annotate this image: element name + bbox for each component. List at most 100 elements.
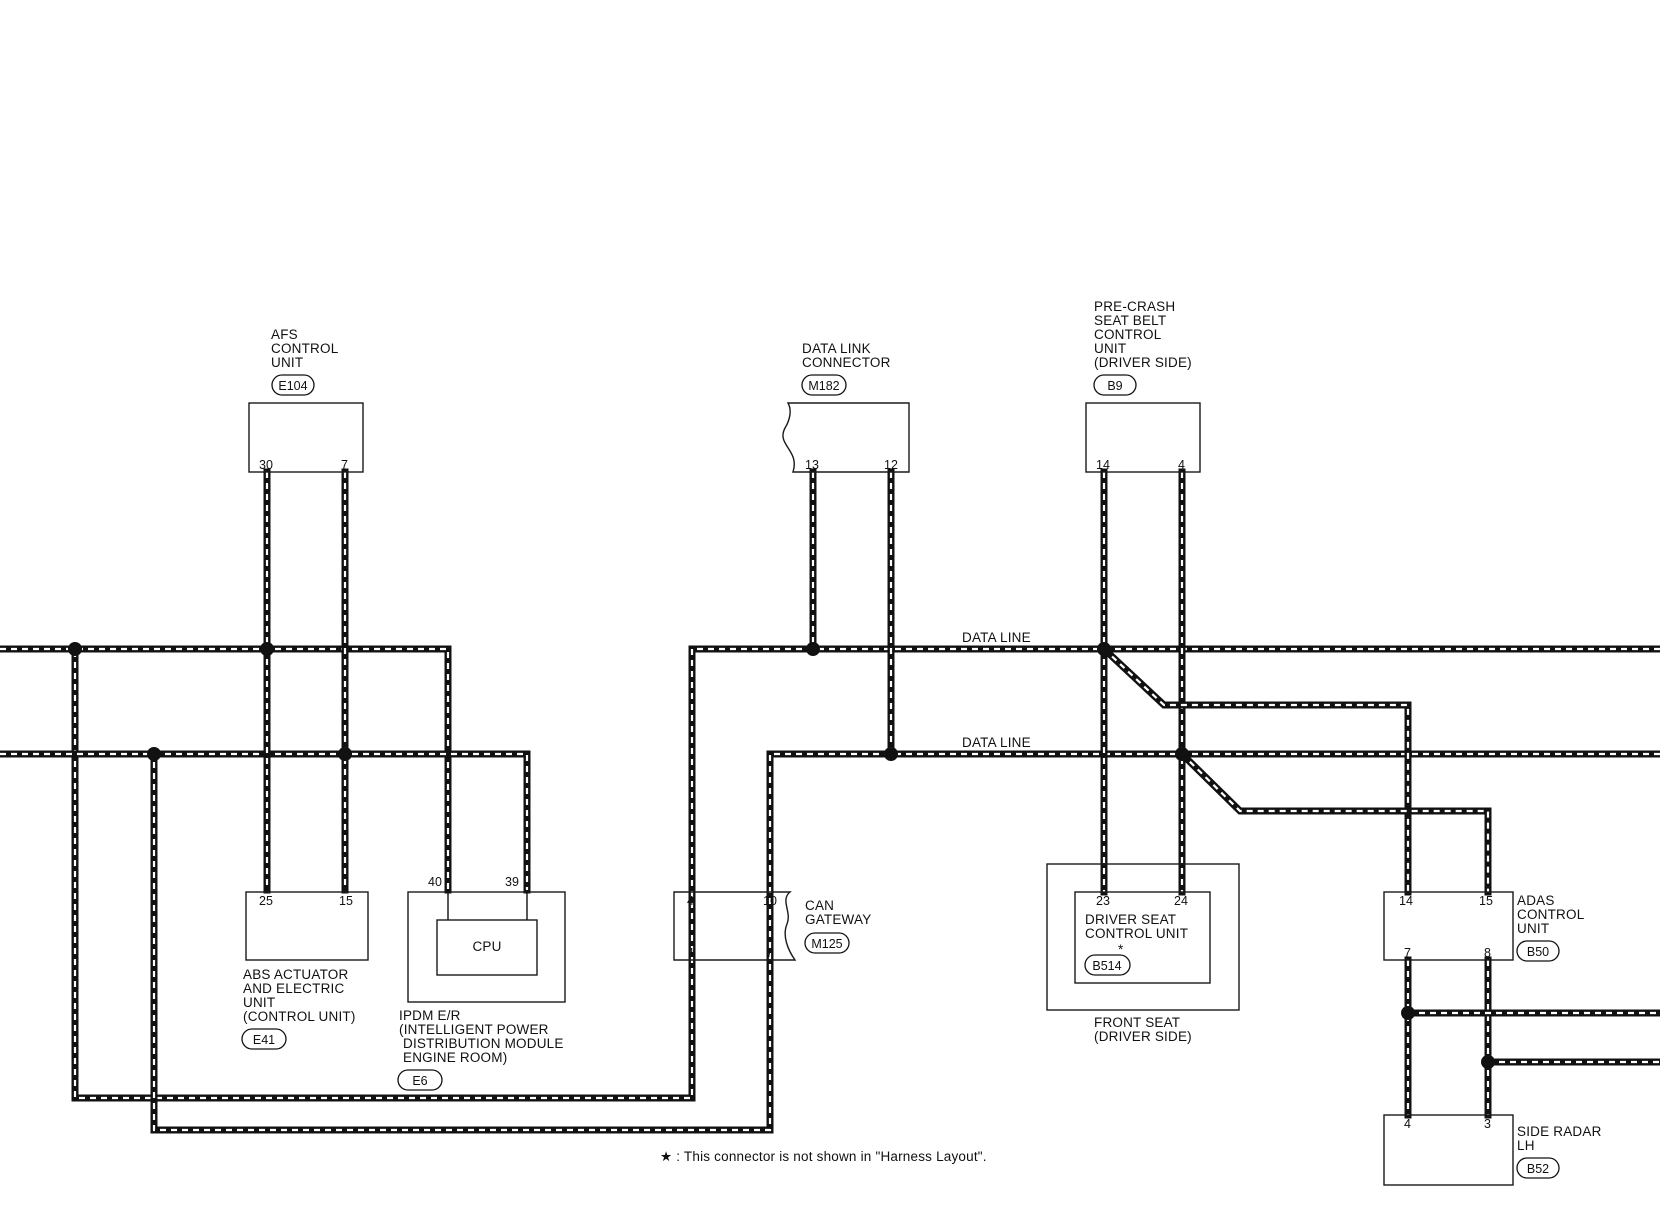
adas-unit-box	[1383, 891, 1514, 961]
precrash-connector-id: B9	[1107, 379, 1122, 393]
ipdm-pin-40: 40	[428, 875, 442, 889]
gateway-pin-10: 10	[763, 894, 777, 908]
junction-dot	[260, 642, 274, 656]
junction-dot	[147, 747, 161, 761]
adas-label-3: UNIT	[1517, 921, 1549, 936]
junction-dot	[1097, 642, 1111, 656]
ipdm-connector-badge	[397, 1069, 443, 1091]
ipdm-cpu-label: CPU	[472, 939, 501, 954]
junction-dot	[1401, 1006, 1415, 1020]
adas-pin-15: 15	[1479, 894, 1493, 908]
ipdm-label-3: DISTRIBUTION MODULE	[403, 1036, 564, 1051]
driver-seat-connector-badge	[1084, 954, 1131, 976]
adas-pin-14: 14	[1399, 894, 1413, 908]
front-seat-outer-box	[1046, 863, 1240, 1011]
ipdm-cpu-box	[436, 919, 538, 976]
precrash-unit-box	[1085, 402, 1201, 473]
abs-actuator-unit: 25 15 ABS ACTUATOR AND ELECTRIC UNIT (CO…	[241, 891, 369, 1050]
side-radar-connector-id: B52	[1527, 1162, 1549, 1176]
ipdm-label-2: (INTELLIGENT POWER	[399, 1022, 549, 1037]
data-line-label-upper: DATA LINE	[962, 630, 1031, 645]
abs-label-2: AND ELECTRIC	[243, 981, 344, 996]
adas-label-2: CONTROL	[1517, 907, 1585, 922]
driver-seat-label-2: CONTROL UNIT	[1085, 926, 1188, 941]
adas-label-1: ADAS	[1517, 893, 1555, 908]
afs-unit-box	[248, 402, 364, 473]
dlc-unit-box	[782, 402, 910, 473]
precrash-label-4: UNIT	[1094, 341, 1126, 356]
precrash-label-3: CONTROL	[1094, 327, 1162, 342]
can-gateway-unit: 4 10 1 7 CAN GATEWAY M125	[673, 891, 871, 961]
driver-seat-control-unit: 23 24 DRIVER SEAT CONTROL UNIT * B514 FR…	[1046, 863, 1240, 1044]
junction-dot	[68, 642, 82, 656]
afs-pin-30: 30	[259, 458, 273, 472]
ipdm-pin-39: 39	[505, 875, 519, 889]
adas-connector-badge	[1516, 940, 1560, 962]
afs-label-1: AFS	[271, 327, 298, 342]
ipdm-label-4: ENGINE ROOM)	[403, 1050, 507, 1065]
afs-control-unit: AFS CONTROL UNIT E104 30 7	[248, 327, 364, 473]
driver-seat-unit-box	[1074, 891, 1211, 984]
junction-dot	[884, 747, 898, 761]
driver-seat-connector-id: B514	[1092, 959, 1121, 973]
ipdm-er-unit: 40 39 CPU IPDM E/R (INTELLIGENT POWER DI…	[397, 875, 566, 1091]
afs-label-2: CONTROL	[271, 341, 339, 356]
junction-dot	[1175, 747, 1189, 761]
ipdm-connector-id: E6	[412, 1074, 427, 1088]
gateway-pin-7: 7	[766, 946, 773, 960]
gateway-connector-badge	[804, 932, 850, 954]
adas-pin-8: 8	[1484, 946, 1491, 960]
precrash-pin-14: 14	[1096, 458, 1110, 472]
abs-connector-id: E41	[253, 1033, 275, 1047]
afs-connector-id: E104	[278, 379, 307, 393]
front-seat-label-1: FRONT SEAT	[1094, 1015, 1180, 1030]
side-radar-connector-badge	[1516, 1157, 1560, 1179]
afs-label-3: UNIT	[271, 355, 303, 370]
abs-pin-25: 25	[259, 894, 273, 908]
dlc-connector-id: M182	[808, 379, 839, 393]
abs-unit-box	[245, 891, 369, 961]
dlc-connector-badge	[801, 374, 847, 396]
adas-pin-7: 7	[1404, 946, 1411, 960]
wire-data-line-upper-left	[0, 645, 452, 894]
gateway-unit-box	[673, 891, 797, 961]
afs-pin-7: 7	[341, 458, 348, 472]
gateway-label-2: GATEWAY	[805, 912, 871, 927]
wire-data-line-upper-right	[71, 645, 1660, 1102]
side-radar-pin-4: 4	[1404, 1117, 1411, 1131]
driver-seat-pin-23: 23	[1096, 894, 1110, 908]
abs-pin-15: 15	[339, 894, 353, 908]
junction-dot	[338, 747, 352, 761]
wires	[0, 468, 1660, 1134]
junctions	[68, 642, 1495, 1069]
footnote-text: ★ : This connector is not shown in "Harn…	[660, 1149, 987, 1164]
precrash-label-5: (DRIVER SIDE)	[1094, 355, 1192, 370]
gateway-pin-1: 1	[688, 946, 695, 960]
driver-seat-pin-24: 24	[1174, 894, 1188, 908]
precrash-label-2: SEAT BELT	[1094, 313, 1166, 328]
data-link-connector: DATA LINK CONNECTOR M182 13 12	[782, 341, 910, 473]
junction-dot	[1481, 1055, 1495, 1069]
gateway-connector-id: M125	[811, 937, 842, 951]
junction-dot	[806, 642, 820, 656]
driver-seat-star: *	[1118, 942, 1124, 957]
dlc-pin-13: 13	[805, 458, 819, 472]
adas-connector-id: B50	[1527, 945, 1549, 959]
precrash-pin-4: 4	[1178, 458, 1185, 472]
data-line-label-lower: DATA LINE	[962, 735, 1031, 750]
adas-control-unit: 14 15 7 8 ADAS CONTROL UNIT B50	[1383, 891, 1585, 962]
precrash-label-1: PRE-CRASH	[1094, 299, 1175, 314]
abs-label-1: ABS ACTUATOR	[243, 967, 348, 982]
side-radar-label-1: SIDE RADAR	[1517, 1124, 1602, 1139]
ipdm-label-1: IPDM E/R	[399, 1008, 461, 1023]
side-radar-pin-3: 3	[1484, 1117, 1491, 1131]
abs-label-3: UNIT	[243, 995, 275, 1010]
afs-connector-badge	[271, 374, 315, 396]
pre-crash-seat-belt-control-unit: PRE-CRASH SEAT BELT CONTROL UNIT (DRIVER…	[1085, 299, 1201, 473]
wire-adas-15	[1177, 749, 1492, 896]
gateway-pin-4: 4	[687, 894, 694, 908]
abs-label-4: (CONTROL UNIT)	[243, 1009, 356, 1024]
dlc-label-1: DATA LINK	[802, 341, 871, 356]
ipdm-outer-box	[407, 891, 566, 1003]
